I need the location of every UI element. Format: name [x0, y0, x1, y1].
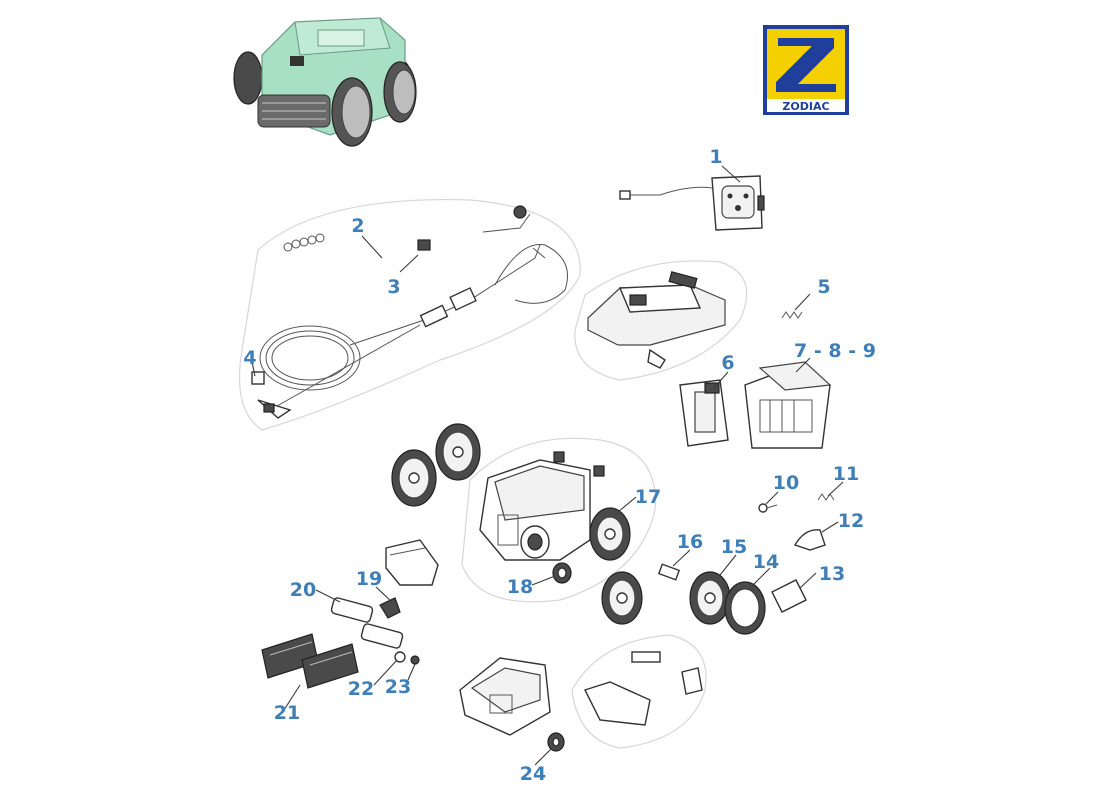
chassis — [479, 451, 605, 561]
part-15-hub — [689, 571, 731, 625]
bottom-housing — [459, 657, 551, 736]
filter-frame — [679, 379, 729, 447]
callout-13: 13 — [819, 563, 845, 585]
loose-wheel — [601, 571, 643, 625]
callout-11: 11 — [833, 463, 859, 485]
cable-group-outline — [238, 199, 581, 431]
handle-part — [379, 539, 439, 619]
bearing-24 — [547, 732, 565, 752]
callout-1: 1 — [709, 146, 722, 168]
bottom-group-outline — [571, 634, 707, 749]
power-supply — [619, 175, 765, 231]
part-13-sleeve — [771, 579, 807, 613]
cover-group-outline — [574, 260, 748, 381]
callout-18: 18 — [507, 576, 533, 598]
callout-5: 5 — [817, 276, 830, 298]
part-14-tyre — [724, 581, 766, 635]
callout-14: 14 — [753, 551, 779, 573]
callout-19: 19 — [356, 568, 382, 590]
callout-23: 23 — [385, 676, 411, 698]
right-small-parts — [601, 493, 835, 635]
callout-10: 10 — [773, 472, 799, 494]
callout-2: 2 — [351, 215, 364, 237]
drive-gear — [589, 507, 631, 561]
brushes — [261, 633, 359, 689]
callout-21: 21 — [274, 702, 300, 724]
group-outlines — [238, 199, 748, 749]
callout-20: 20 — [290, 579, 316, 601]
bottom-frame-parts — [584, 651, 703, 726]
floating-cable — [251, 205, 568, 419]
bearing-18 — [552, 562, 572, 584]
cable-clips — [283, 233, 325, 252]
part-11-spring — [817, 493, 835, 501]
callout-7-8-9: 7 - 8 - 9 — [794, 340, 876, 362]
callout-6: 6 — [721, 352, 734, 374]
wheel-pair — [391, 423, 481, 507]
callout-labels: 1 2 3 4 5 6 7 - 8 - 9 10 11 12 13 14 15 … — [243, 146, 876, 785]
callout-12: 12 — [838, 510, 864, 532]
roller-tubes — [330, 597, 420, 665]
callout-22: 22 — [348, 678, 374, 700]
part-12-clip — [793, 529, 826, 551]
robot-cleaner-image — [233, 17, 417, 147]
callout-3: 3 — [387, 276, 400, 298]
zodiac-logo-text: ZODIAC — [782, 100, 829, 113]
leader-lines — [251, 165, 844, 766]
zodiac-logo: ZODIAC — [763, 25, 849, 115]
callout-15: 15 — [721, 536, 747, 558]
callout-17: 17 — [635, 486, 661, 508]
top-cover — [587, 271, 726, 369]
part-16-axle — [657, 563, 681, 581]
callout-4: 4 — [243, 347, 256, 369]
swivel-part — [417, 239, 431, 251]
part-5-spring — [781, 311, 803, 319]
callout-16: 16 — [677, 531, 703, 553]
cable-connector — [251, 371, 292, 419]
chassis-group-outline — [461, 437, 656, 603]
part-10-screw — [758, 503, 778, 513]
filter-basket — [744, 361, 832, 449]
callout-24: 24 — [520, 763, 546, 785]
